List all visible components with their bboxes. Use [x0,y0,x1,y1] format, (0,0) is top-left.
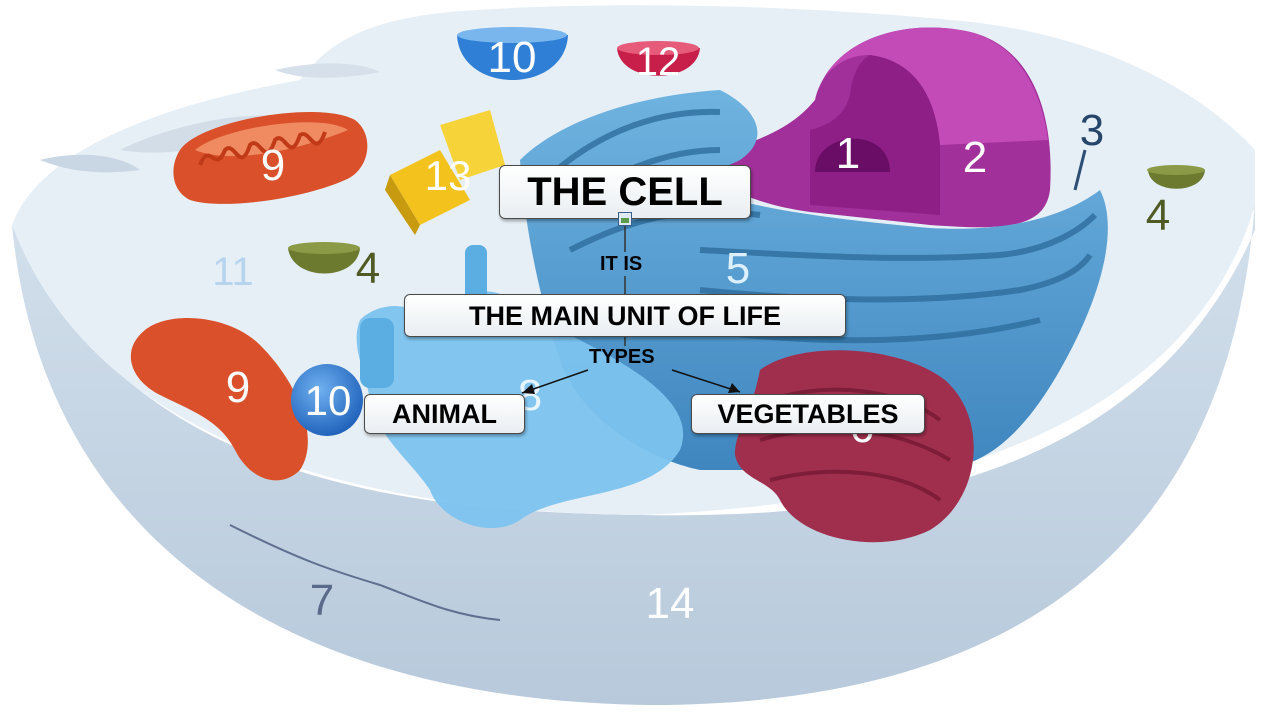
concept-node-the-cell[interactable]: THE CELL [499,165,751,219]
label-14: 14 [646,579,695,628]
label-13: 13 [425,152,472,199]
label-3: 3 [1080,106,1104,155]
centriole [385,110,505,235]
vesicle-right [1148,170,1205,189]
label-10-top: 10 [488,33,537,82]
mitochondrion-left [130,318,308,481]
arrow-to-vegetables [671,369,741,393]
peroxisome [617,48,700,76]
label-2: 2 [963,133,987,182]
concept-node-animal[interactable]: ANIMAL [364,394,525,434]
cell-body-side [12,200,1255,705]
label-11: 11 [212,250,254,294]
label-10-left: 10 [305,377,352,424]
label-9-left: 9 [226,363,250,412]
arrow-icon-2 [728,383,740,393]
label-4-left: 4 [356,244,380,293]
label-4-right: 4 [1146,191,1170,240]
image-attachment-icon[interactable] [618,212,632,226]
arrow-icon [522,384,535,394]
link-label-types: TYPES [589,346,655,368]
label-1: 1 [836,129,860,178]
lysosome-left [291,364,363,436]
vesicle-left [288,248,360,274]
concept-node-vegetables[interactable]: VEGETABLES [691,394,925,434]
mitochondrion-top [173,111,368,204]
concept-node-main-unit[interactable]: THE MAIN UNIT OF LIFE [404,294,846,337]
link-label-it-is: IT IS [600,253,643,275]
label-12: 12 [636,40,681,84]
label-9-top: 9 [261,141,285,190]
label-7: 7 [310,576,334,625]
lysosome-top [457,35,568,80]
label-5: 5 [726,244,750,293]
